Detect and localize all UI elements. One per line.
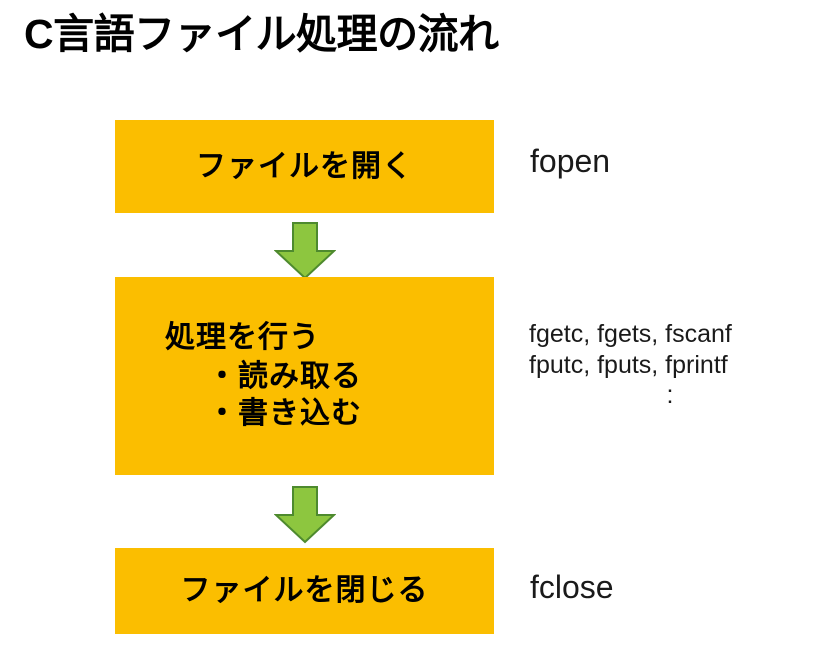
function-label-write: fputc, fputs, fprintf <box>529 350 728 379</box>
flow-step-process-label: 処理を行う <box>165 320 320 354</box>
function-label-ellipsis: : <box>666 381 674 409</box>
flow-step-close: ファイルを閉じる <box>115 548 494 634</box>
function-label-fclose: fclose <box>530 569 614 605</box>
flow-step-close-label: ファイルを閉じる <box>180 574 429 608</box>
flow-step-open-label: ファイルを開く <box>196 149 413 183</box>
flow-step-process-bullets: ・読み取る ・書き込む <box>115 358 494 433</box>
flow-step-open: ファイルを開く <box>115 120 494 213</box>
arrow-down-icon <box>274 486 336 544</box>
list-item: ・読み取る <box>207 359 362 393</box>
function-label-fopen: fopen <box>530 143 611 179</box>
list-item: ・書き込む <box>207 397 362 430</box>
page-title: C言語ファイル処理の流れ <box>24 11 499 57</box>
flow-step-process: 処理を行う ・読み取る ・書き込む <box>115 277 494 475</box>
arrow-down-icon <box>274 222 336 280</box>
function-label-read: fgetc, fgets, fscanf <box>529 320 732 348</box>
function-label-group-process: fgetc, fgets, fscanf fputc, fputs, fprin… <box>529 319 811 411</box>
